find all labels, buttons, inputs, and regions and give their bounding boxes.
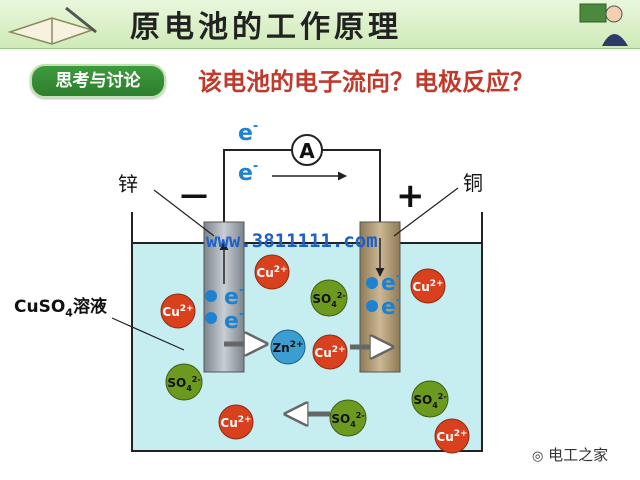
svg-text:Zn2+: Zn2+ bbox=[272, 340, 303, 355]
electrolyte-subscript: 4 bbox=[65, 306, 73, 320]
cu-ion: Cu2+ bbox=[434, 418, 470, 454]
circuit-wire bbox=[223, 149, 292, 222]
svg-text:Cu2+: Cu2+ bbox=[412, 279, 443, 294]
svg-text:SO42-: SO42- bbox=[331, 411, 364, 429]
book-icon bbox=[7, 6, 97, 45]
copper-pointer bbox=[393, 187, 459, 237]
plus-sign: + bbox=[396, 176, 425, 216]
zn-ion: Zn2+ bbox=[270, 329, 306, 365]
cu-ion: Cu2+ bbox=[218, 404, 254, 440]
svg-text:SO42-: SO42- bbox=[413, 392, 446, 410]
svg-text:e-: e- bbox=[224, 283, 244, 310]
electron-label: e- bbox=[381, 269, 401, 296]
title-bar: 原电池的工作原理 bbox=[0, 0, 640, 49]
cu-ion: Cu2+ bbox=[410, 268, 446, 304]
svg-text:e-: e- bbox=[238, 159, 258, 186]
logo-text: 电工之家 bbox=[548, 446, 609, 464]
svg-text:Cu2+: Cu2+ bbox=[162, 304, 193, 319]
cu-ion: Cu2+ bbox=[160, 293, 196, 329]
svg-text:Cu2+: Cu2+ bbox=[256, 265, 287, 280]
svg-text:Cu2+: Cu2+ bbox=[220, 415, 251, 430]
minus-sign: — bbox=[180, 178, 208, 211]
cu-ion: Cu2+ bbox=[254, 254, 290, 290]
svg-text:Cu2+: Cu2+ bbox=[314, 345, 345, 360]
electron-dot bbox=[366, 300, 378, 312]
logo: ◎ 电工之家 bbox=[532, 444, 608, 465]
zinc-pointer bbox=[153, 189, 215, 237]
so4-ion: SO42- bbox=[411, 380, 449, 418]
electron-dot bbox=[205, 290, 217, 302]
svg-text:e-: e- bbox=[381, 293, 401, 320]
so4-ion: SO42- bbox=[165, 363, 203, 401]
discussion-tag: 思考与讨论 bbox=[30, 64, 166, 98]
electron-label: e- bbox=[224, 307, 244, 334]
electrolyte-suffix: 溶液 bbox=[72, 297, 107, 317]
electron-label: e- bbox=[381, 293, 401, 320]
page-title: 原电池的工作原理 bbox=[130, 10, 402, 45]
ammeter-label: A bbox=[299, 139, 315, 163]
teacher-icon bbox=[579, 3, 628, 46]
beaker bbox=[131, 212, 483, 452]
zinc-label: 锌 bbox=[118, 172, 138, 196]
circuit-wire-right bbox=[322, 149, 381, 222]
question-text: 该电池的电子流向？电极反应？ bbox=[198, 68, 534, 96]
electrolyte-pointer bbox=[111, 317, 185, 351]
svg-text:SO42-: SO42- bbox=[312, 291, 345, 309]
electron-label: e- bbox=[238, 119, 258, 146]
electrolyte-label: CuSO4溶液 bbox=[14, 292, 107, 319]
svg-text:e-: e- bbox=[238, 119, 258, 146]
electron-label: e- bbox=[238, 159, 258, 186]
copper-label: 铜 bbox=[463, 171, 483, 195]
so4-ion: SO42- bbox=[329, 399, 367, 437]
ammeter: A bbox=[291, 134, 323, 166]
electrolyte-formula: CuSO bbox=[14, 297, 66, 317]
so4-ion: SO42- bbox=[310, 279, 348, 317]
svg-text:SO42-: SO42- bbox=[167, 375, 200, 393]
electron-dot bbox=[366, 277, 378, 289]
electron-dot bbox=[205, 312, 217, 324]
svg-text:Cu2+: Cu2+ bbox=[436, 429, 467, 444]
electron-label: e- bbox=[224, 283, 244, 310]
svg-text:e-: e- bbox=[224, 307, 244, 334]
wechat-icon: ◎ bbox=[532, 449, 544, 464]
cu-ion: Cu2+ bbox=[312, 334, 348, 370]
watermark: www.3811111.com bbox=[206, 230, 378, 252]
svg-text:e-: e- bbox=[381, 269, 401, 296]
